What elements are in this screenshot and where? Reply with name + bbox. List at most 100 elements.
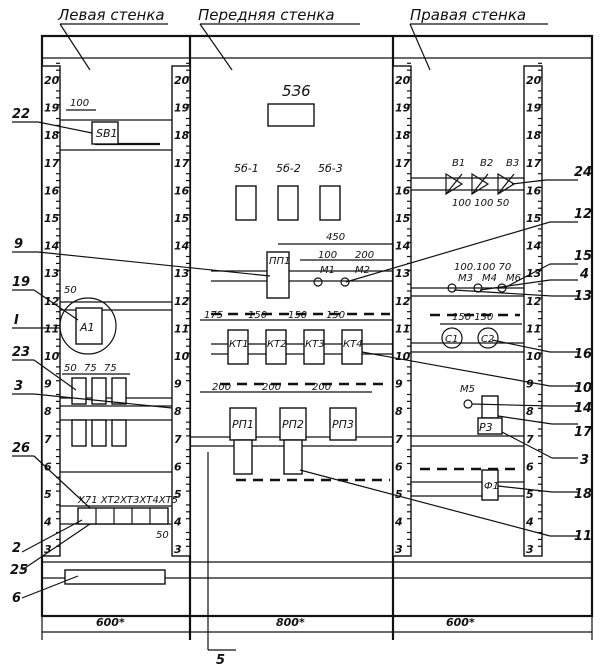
ruler-number: 6 bbox=[44, 460, 52, 473]
ruler-number: 3 bbox=[44, 543, 52, 556]
ruler-rails bbox=[41, 65, 543, 557]
dim-100-m: 100 bbox=[318, 250, 337, 261]
gauge-c1-label: С1 bbox=[445, 334, 458, 345]
relay-rp1-label: РП1 bbox=[232, 418, 254, 431]
ruler-number: 19 bbox=[526, 102, 542, 115]
lamp-m5 bbox=[463, 399, 473, 409]
dim-200-m: 200 bbox=[355, 250, 374, 261]
ruler-number: 19 bbox=[395, 102, 411, 115]
callout-3-right: 3 bbox=[580, 453, 589, 468]
ruler-number: 10 bbox=[174, 350, 190, 363]
dim-100-100-50: 100 100 50 bbox=[452, 198, 509, 209]
detail-circle-i bbox=[59, 297, 117, 355]
callout-10: 10 bbox=[574, 381, 592, 396]
ruler-number: 14 bbox=[526, 240, 541, 253]
device-kt-front-4 bbox=[341, 329, 363, 365]
relay-r3-top bbox=[481, 395, 499, 419]
bottom-plinth bbox=[64, 569, 166, 585]
ruler-number: 17 bbox=[526, 157, 542, 170]
ruler-number: 7 bbox=[395, 433, 403, 446]
device-5b2-label: 5б-2 bbox=[276, 162, 301, 175]
valve-v1-label: В1 bbox=[452, 158, 465, 169]
ruler-number: 18 bbox=[174, 129, 190, 142]
ruler-number: 19 bbox=[174, 102, 190, 115]
dim-450: 450 bbox=[326, 232, 345, 243]
ruler-number: 9 bbox=[395, 378, 403, 391]
dim-100-100-70: 100.100 70 bbox=[454, 262, 511, 273]
dim-50-a1: 50 bbox=[64, 285, 77, 296]
filter-f1 bbox=[481, 469, 499, 501]
ruler-number: 11 bbox=[44, 322, 59, 335]
device-kt2 bbox=[91, 377, 107, 405]
relay-rp2-base bbox=[283, 439, 303, 475]
ruler-number: 10 bbox=[395, 350, 411, 363]
callout-3-left: 3 bbox=[14, 379, 23, 394]
relay-rp3 bbox=[329, 407, 357, 441]
ruler-number: 14 bbox=[44, 240, 59, 253]
ruler-number: 8 bbox=[395, 405, 403, 418]
callout-2: 2 bbox=[12, 541, 21, 556]
ruler-number: 18 bbox=[526, 129, 542, 142]
device-kt-front-1 bbox=[227, 329, 249, 365]
valves-v1-v3 bbox=[445, 172, 516, 196]
dim-150b: 150 bbox=[288, 310, 307, 321]
header-right-wall: Правая стенка bbox=[410, 6, 526, 24]
callout-5: 5 bbox=[216, 653, 225, 668]
callout-15: 15 bbox=[574, 249, 592, 264]
callout-6: 6 bbox=[12, 591, 21, 606]
callout-13: 13 bbox=[574, 289, 592, 304]
device-pp1-label: ПП1 bbox=[269, 256, 290, 267]
header-front-wall: Передняя стенка bbox=[198, 6, 335, 24]
ruler-number: 9 bbox=[526, 378, 534, 391]
kt2-label: КТ2 bbox=[267, 339, 287, 350]
ruler-number: 3 bbox=[526, 543, 534, 556]
ruler-number: 14 bbox=[395, 240, 410, 253]
ruler-number: 8 bbox=[44, 405, 52, 418]
callout-4: 4 bbox=[579, 267, 589, 282]
device-5b2 bbox=[277, 185, 299, 221]
ruler-number: 5 bbox=[44, 488, 52, 501]
ruler-number: 16 bbox=[395, 184, 411, 197]
ruler-number: 12 bbox=[395, 295, 411, 308]
device-pp1 bbox=[266, 251, 290, 299]
dim-200a: 200 bbox=[212, 382, 231, 393]
lamp-m5-label: М5 bbox=[460, 384, 475, 395]
device-kt1 bbox=[71, 377, 87, 405]
ruler-number: 15 bbox=[44, 212, 60, 225]
valve-v3-label: В3 bbox=[506, 158, 519, 169]
dim-150c: 150 bbox=[326, 310, 345, 321]
device-kt4-c bbox=[111, 419, 127, 447]
terminal-block bbox=[77, 507, 169, 525]
ruler-number: 7 bbox=[526, 433, 534, 446]
ruler-number: 20 bbox=[174, 74, 190, 87]
ruler-number: 4 bbox=[394, 516, 403, 529]
ruler-number: 5 bbox=[395, 488, 403, 501]
ruler-number: 5 bbox=[526, 488, 534, 501]
ruler-number: 13 bbox=[395, 267, 411, 280]
dim-right-600: 600* bbox=[446, 616, 475, 629]
ruler-number: 17 bbox=[44, 157, 60, 170]
kt1-label: КТ1 bbox=[229, 339, 249, 350]
device-a1 bbox=[75, 307, 103, 345]
dim-200b: 200 bbox=[262, 382, 281, 393]
ruler-number: 15 bbox=[395, 212, 411, 225]
dim-50-k: 50 bbox=[64, 363, 77, 374]
ruler-number: 20 bbox=[44, 74, 60, 87]
ruler-number: 20 bbox=[395, 74, 411, 87]
callout-25: 25 bbox=[10, 563, 28, 578]
ruler-number: 19 bbox=[44, 102, 60, 115]
ruler-number: 18 bbox=[395, 129, 411, 142]
callout-23: 23 bbox=[12, 345, 30, 360]
ruler-number: 18 bbox=[44, 129, 60, 142]
device-5b3-label: 5б-3 bbox=[318, 162, 343, 175]
ruler-number: 6 bbox=[395, 460, 403, 473]
ruler-number: 3 bbox=[395, 543, 403, 556]
dim-front-800: 800* bbox=[276, 616, 305, 629]
dim-left-600: 600* bbox=[96, 616, 125, 629]
header-left-wall: Левая стенка bbox=[57, 6, 165, 24]
gauge-c1 bbox=[441, 327, 463, 349]
ruler-number: 5 bbox=[174, 488, 182, 501]
ruler-number: 16 bbox=[526, 184, 542, 197]
callout-11: 11 bbox=[574, 529, 592, 544]
